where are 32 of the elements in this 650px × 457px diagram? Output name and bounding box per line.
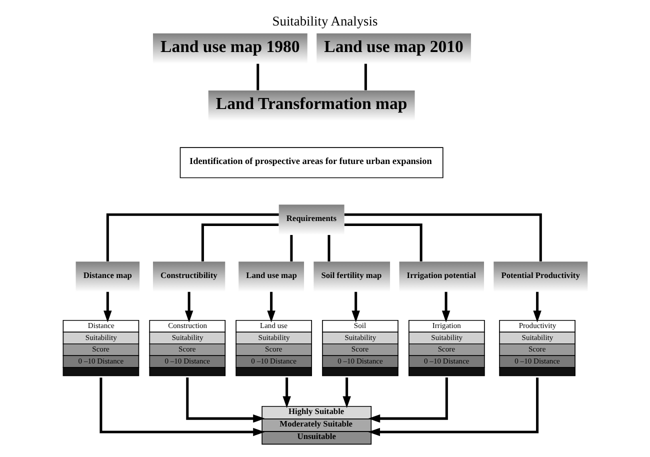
arrow: [267, 292, 276, 322]
arrow: [184, 292, 194, 322]
arrow: [533, 292, 542, 322]
arrow: [342, 378, 351, 408]
connector: [344, 213, 542, 262]
arrow: [442, 292, 450, 322]
node-box: Irrigation potential: [399, 262, 484, 292]
connector: [328, 234, 330, 262]
arrow: [100, 378, 265, 436]
diagram-title: Suitability Analysis: [272, 14, 378, 29]
arrow: [368, 378, 448, 423]
node-box: Constructibility: [152, 262, 226, 292]
connector: [256, 64, 260, 90]
connector: [344, 223, 422, 262]
node-box: Distance map: [76, 262, 140, 292]
connector: [201, 223, 279, 262]
node-box: Identification of prospective areas for future urban expansion: [180, 147, 444, 178]
arrow: [282, 378, 291, 408]
connector: [290, 234, 293, 262]
arrow: [104, 292, 112, 322]
arrow: [352, 292, 360, 322]
node-box: Land use map: [238, 262, 304, 292]
node-box: Requirements: [278, 204, 344, 235]
arrow: [368, 378, 539, 436]
node-box: Potential Productivity: [494, 262, 588, 292]
node-box: Land use map 1980: [152, 33, 308, 64]
node-box: Land use map 2010: [316, 33, 471, 64]
connector: [364, 64, 367, 90]
arrow: [186, 378, 265, 423]
node-box: Soil fertility map: [314, 262, 390, 292]
node-box: Land Transformation map: [208, 90, 415, 121]
connector: [106, 213, 279, 262]
